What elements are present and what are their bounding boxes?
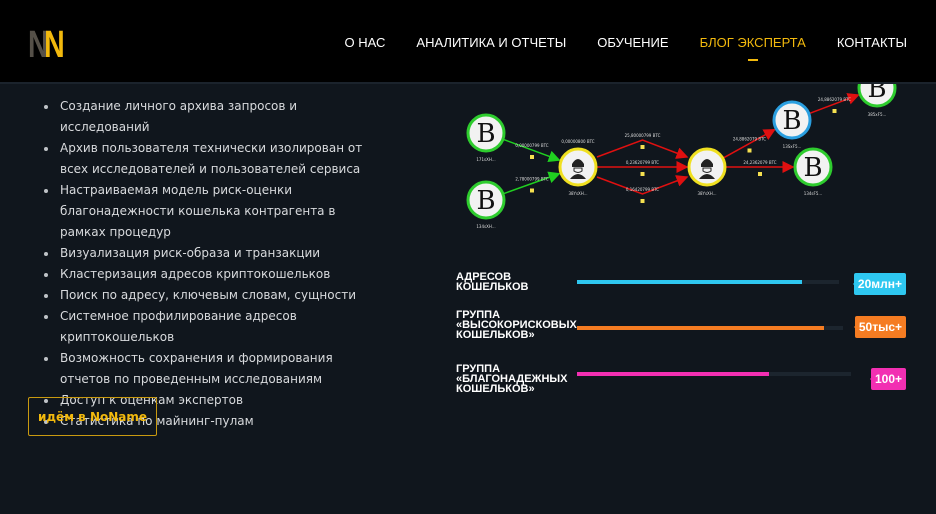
stat-value-badge: 20млн+	[852, 273, 906, 295]
transaction-edge	[596, 175, 689, 195]
node-address: 385xF5...	[868, 112, 887, 117]
list-item: Доступ к оценкам экспертов	[44, 390, 384, 411]
mixer-node[interactable]: 38YsXH...	[687, 147, 727, 196]
node-address: 38YsXH...	[697, 191, 716, 196]
wallet-node[interactable]: B 385xF5...	[857, 80, 897, 117]
transaction-edge	[596, 139, 689, 159]
stat-progress-fill	[577, 326, 825, 330]
edge-amount: 24,2362079 BTC	[743, 160, 776, 165]
edge-marker	[530, 155, 534, 159]
transaction-edge	[809, 93, 860, 115]
hacker-icon	[570, 159, 586, 179]
list-item: Архив пользователя технически изолирован…	[44, 138, 384, 180]
node-address: 134sF5...	[804, 191, 822, 196]
transaction-edge	[723, 128, 776, 159]
stat-label: ГРУППА «ВЫСОКОРИСКОВЫХ КОШЕЛЬКОВ»	[456, 309, 577, 341]
edge-amount: 0,16420799 BTC	[626, 187, 659, 192]
header: NN О НАС АНАЛИТИКА И ОТЧЕТЫ ОБУЧЕНИЕ БЛО…	[0, 0, 936, 84]
list-item: Создание личного архива запросов и иссле…	[44, 96, 384, 138]
edge-marker	[832, 109, 837, 113]
edge-amount: 2,78000799 BTC	[515, 177, 548, 182]
node-address: 13SxF5...	[783, 144, 802, 149]
nav-about[interactable]: О НАС	[344, 35, 386, 50]
edge-amount: 24,8862079 BTC	[818, 97, 851, 102]
stat-label: АДРЕСОВ КОШЕЛЬКОВ	[456, 271, 529, 293]
edge-marker	[747, 148, 752, 153]
transaction-edge	[503, 171, 561, 195]
node-address: 171sXH...	[476, 157, 495, 162]
list-item: Настраиваемая модель риск-оценки благона…	[44, 180, 384, 243]
hacker-icon	[699, 159, 715, 179]
edge-marker	[758, 172, 762, 176]
stat-progress-bar	[577, 280, 839, 284]
edge-marker	[640, 172, 645, 176]
list-item: Визуализация риск-образа и транзакции	[44, 243, 384, 264]
list-item: Системное профилирование адресов крипток…	[44, 306, 384, 348]
bitcoin-icon: B	[803, 153, 822, 183]
bitcoin-icon: B	[476, 186, 495, 216]
go-to-noname-button[interactable]: идём в NoName	[28, 397, 157, 436]
stat-progress-fill	[577, 372, 769, 376]
nav-analytics[interactable]: АНАЛИТИКА И ОТЧЕТЫ	[416, 35, 567, 50]
edge-marker	[530, 188, 534, 193]
edge-amount: 0,00000799 BTC	[515, 143, 548, 148]
bitcoin-icon: B	[476, 119, 495, 149]
transaction-graph: 0,00000799 BTC 2,78000799 BTC 25,80000799 …	[466, 80, 897, 229]
stat-progress-fill	[577, 280, 803, 284]
wallet-node[interactable]: B 134sF5...	[793, 147, 833, 196]
node-address: 38YsXH...	[568, 191, 587, 196]
edge-amount: 24,8862079 BTC	[733, 137, 766, 142]
edge-amount: 0,00000800 BTC	[561, 139, 594, 144]
stat-label: ГРУППА «БЛАГОНАДЕЖНЫХ КОШЕЛЬКОВ»	[456, 363, 568, 395]
edge-marker	[640, 199, 645, 203]
edge-amount: 0,23620799 BTC	[626, 160, 659, 165]
wallet-node[interactable]: B 134sXH...	[466, 180, 506, 229]
node-address: 134sXH...	[476, 224, 495, 229]
stat-value-badge: 100+	[869, 368, 906, 390]
wallet-node[interactable]: B 13SxF5...	[772, 100, 812, 149]
mixer-node[interactable]: 38YsXH...	[558, 147, 598, 196]
edge-amount: 25,80000799 BTC	[625, 133, 661, 138]
feature-list: Создание личного архива запросов и иссле…	[44, 96, 384, 432]
nav-blog[interactable]: БЛОГ ЭКСПЕРТА	[699, 35, 806, 61]
edge-marker	[640, 145, 645, 149]
stat-value-badge: 50тыс+	[853, 316, 906, 338]
list-item: Возможность сохранения и формирования от…	[44, 348, 384, 390]
transaction-edge	[503, 138, 561, 163]
nav-education[interactable]: ОБУЧЕНИЕ	[597, 35, 669, 50]
bitcoin-icon: B	[867, 80, 886, 104]
logo[interactable]: NN	[28, 24, 65, 66]
list-item: Поиск по адресу, ключевым словам, сущнос…	[44, 285, 384, 306]
main-nav: О НАС АНАЛИТИКА И ОТЧЕТЫ ОБУЧЕНИЕ БЛОГ Э…	[344, 35, 907, 61]
nav-contacts[interactable]: КОНТАКТЫ	[836, 35, 907, 50]
wallet-node[interactable]: B 171sXH...	[466, 113, 506, 162]
stat-progress-bar	[577, 372, 851, 376]
stat-progress-bar	[577, 326, 843, 330]
bitcoin-icon: B	[782, 106, 801, 136]
list-item: Кластеризация адресов криптокошельков	[44, 264, 384, 285]
